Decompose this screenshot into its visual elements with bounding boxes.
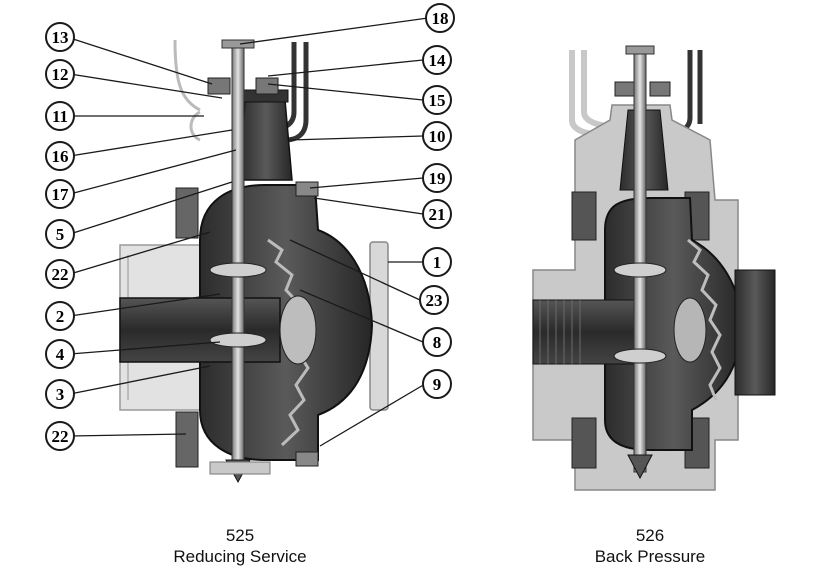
svg-text:19: 19 xyxy=(429,169,446,188)
svg-text:17: 17 xyxy=(52,185,70,204)
callout-19: 19 xyxy=(422,163,452,193)
svg-text:22: 22 xyxy=(52,265,69,284)
callout-16: 16 xyxy=(45,141,75,171)
caption-525-title: Reducing Service xyxy=(173,547,307,566)
callout-13: 13 xyxy=(45,22,75,52)
svg-text:18: 18 xyxy=(432,9,449,28)
callout-5: 5 xyxy=(45,219,75,249)
svg-text:5: 5 xyxy=(56,225,65,244)
valve-525-drawing xyxy=(119,39,389,484)
callout-12: 12 xyxy=(45,59,75,89)
callout-22-upper: 22 xyxy=(45,259,75,289)
svg-text:15: 15 xyxy=(429,91,446,110)
svg-text:13: 13 xyxy=(52,28,69,47)
callout-15: 15 xyxy=(422,85,452,115)
callout-3: 3 xyxy=(45,379,75,409)
caption-526-number: 526 xyxy=(635,526,665,545)
valve-526-drawing xyxy=(532,45,776,491)
callout-14: 14 xyxy=(422,45,452,75)
svg-text:22: 22 xyxy=(52,427,69,446)
callout-17: 17 xyxy=(45,179,75,209)
svg-text:3: 3 xyxy=(56,385,65,404)
callout-8: 8 xyxy=(422,327,452,357)
caption-525: 525 Reducing Service xyxy=(150,525,330,567)
callout-2: 2 xyxy=(45,301,75,331)
callout-leaders xyxy=(69,17,429,447)
svg-text:11: 11 xyxy=(52,107,68,126)
caption-526-title: Back Pressure xyxy=(594,547,706,566)
svg-text:2: 2 xyxy=(56,307,65,326)
callout-11: 11 xyxy=(45,101,75,131)
callout-21: 21 xyxy=(422,199,452,229)
callout-4: 4 xyxy=(45,339,75,369)
caption-526: 526 Back Pressure xyxy=(560,525,740,567)
callout-1: 1 xyxy=(422,247,452,277)
callout-10: 10 xyxy=(422,121,452,151)
svg-text:14: 14 xyxy=(429,51,447,70)
caption-525-number: 525 xyxy=(225,526,255,545)
callout-22-lower: 22 xyxy=(45,421,75,451)
svg-text:8: 8 xyxy=(433,333,442,352)
callout-18: 18 xyxy=(425,3,455,33)
svg-text:9: 9 xyxy=(433,375,442,394)
callouts: 18 13 14 12 15 11 10 16 17 19 5 21 22 1 … xyxy=(45,3,455,451)
svg-text:10: 10 xyxy=(429,127,446,146)
svg-text:16: 16 xyxy=(52,147,69,166)
callout-23: 23 xyxy=(419,285,449,315)
svg-text:23: 23 xyxy=(426,291,443,310)
svg-text:21: 21 xyxy=(429,205,446,224)
svg-text:4: 4 xyxy=(56,345,65,364)
callout-9: 9 xyxy=(422,369,452,399)
svg-text:1: 1 xyxy=(433,253,442,272)
svg-text:12: 12 xyxy=(52,65,69,84)
